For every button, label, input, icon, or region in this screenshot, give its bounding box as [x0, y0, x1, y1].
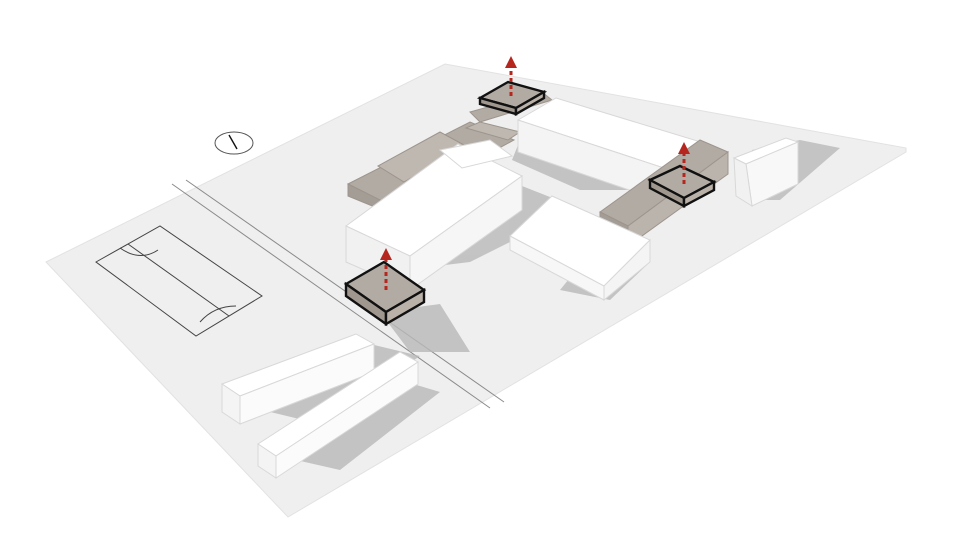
- north-arrow-icon: [214, 131, 254, 155]
- existing-far-east-block: [732, 137, 800, 207]
- existing-block-south-1: [220, 333, 376, 425]
- existing-main-building: [345, 139, 523, 291]
- existing-east-block: [509, 195, 651, 302]
- sports-court: [95, 225, 263, 337]
- highlighted-block-3: [647, 164, 717, 208]
- existing-north-wing: [516, 97, 716, 207]
- upward-arrow-icon: [380, 248, 392, 290]
- upward-arrow-icon: [505, 56, 517, 96]
- upward-arrow-icon: [678, 142, 690, 184]
- existing-block-south-2: [257, 351, 419, 479]
